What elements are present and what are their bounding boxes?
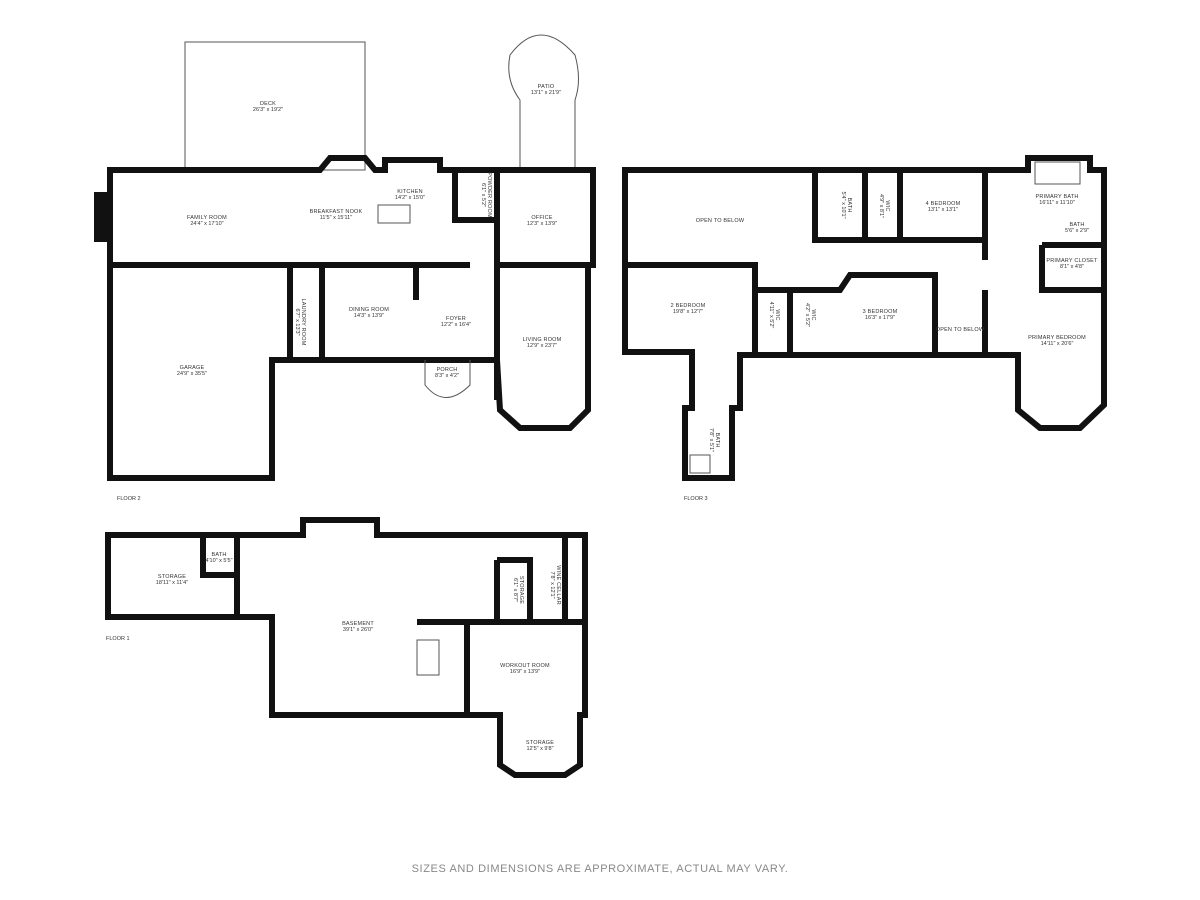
room-name: WIC [774, 309, 780, 320]
room-name: BATH [714, 432, 720, 447]
room-dimensions: 6'1" x 8'7" [512, 578, 518, 602]
room-dimensions: 16'9" x 13'9" [510, 669, 540, 675]
room-name: PRIMARY BEDROOM [1028, 335, 1086, 341]
floor-3-room-labels: OPEN TO BELOW BATH 5'4" x 10'1" WIC 4'9"… [671, 191, 1098, 452]
room-dimensions: 26'3" x 19'2" [253, 107, 283, 113]
room-name: BATH [1069, 222, 1084, 228]
room-dimensions: 12'2" x 16'4" [441, 322, 471, 328]
room-dimensions: 12'5" x 9'8" [526, 746, 553, 752]
room-name: POWDER ROOM [486, 172, 492, 218]
floor-3-plan: OPEN TO BELOW BATH 5'4" x 10'1" WIC 4'9"… [622, 155, 1107, 502]
room-dimensions: 7'8" x 5'1" [708, 428, 714, 452]
room-name: BREAKFAST NOOK [310, 209, 363, 215]
room-dimensions: 14'3" x 13'9" [354, 313, 384, 319]
room-name: BASEMENT [342, 621, 374, 627]
room-dimensions: 4'2" x 5'2" [804, 303, 810, 327]
room-dimensions: 14'2" x 15'0" [395, 195, 425, 201]
patio-outline [508, 34, 579, 170]
room-name: FOYER [446, 316, 466, 322]
room-name: 4 BEDROOM [926, 201, 961, 207]
room-dimensions: 19'8" x 12'7" [673, 309, 703, 315]
floor-3-walls [622, 155, 1107, 481]
room-dimensions: 16'11" x 11'10" [1039, 200, 1075, 206]
room-dimensions: 5'6" x 2'9" [1065, 228, 1089, 234]
room-name: LIVING ROOM [523, 337, 562, 343]
room-name: WINE CELLAR [555, 565, 561, 605]
stairs [416, 639, 440, 676]
room-dimensions: 18'11" x 11'4" [156, 580, 188, 586]
room-dimensions: 5'4" x 10'1" [840, 191, 846, 218]
room-dimensions: 13'1" x 13'1" [928, 207, 958, 213]
room-name: BATH [211, 552, 226, 558]
room-name: WIC [884, 200, 890, 211]
room-dimensions: 4'11" x 5'2" [768, 302, 774, 329]
room-name: GARAGE [180, 365, 205, 371]
room-name: PATIO [538, 84, 555, 90]
floor-3-interior-walls [625, 170, 1104, 355]
floor-1-room-labels: STORAGE 18'11" x 11'4" BATH 4'10" x 5'5"… [156, 552, 561, 752]
room-dimensions: 6'7" x 13'3" [294, 308, 300, 335]
floor-2-plan: DECK 26'3" x 19'2" PATIO 13'1" x 21'9" F… [94, 34, 596, 502]
floor-2-walls [107, 155, 596, 481]
room-dimensions: 12'9" x 23'7" [527, 343, 557, 349]
room-dimensions: 12'3" x 13'9" [527, 221, 557, 227]
room-name: 3 BEDROOM [863, 309, 898, 315]
room-dimensions: 13'1" x 21'9" [531, 90, 561, 96]
disclaimer-text: SIZES AND DIMENSIONS ARE APPROXIMATE, AC… [412, 863, 789, 875]
bathtub [1034, 161, 1081, 185]
room-dimensions: 14'11" x 20'6" [1041, 341, 1074, 347]
bathtub [689, 454, 711, 474]
room-name: 2 BEDROOM [671, 303, 706, 309]
room-name: OPEN TO BELOW [936, 327, 985, 333]
room-dimensions: 24'9" x 35'5" [177, 371, 207, 377]
room-dimensions: 11'5" x 15'11" [320, 215, 352, 221]
room-name: PRIMARY CLOSET [1046, 258, 1098, 264]
room-dimensions: 39'1" x 26'0" [343, 627, 373, 633]
room-dimensions: 24'4" x 17'10" [190, 221, 223, 227]
room-name: DINING ROOM [349, 307, 389, 313]
room-name: WIC [810, 309, 816, 320]
room-name: LAUNDRY ROOM [300, 298, 306, 345]
floor-2-interior-walls [110, 170, 590, 400]
room-name: PRIMARY BATH [1035, 194, 1078, 200]
room-dimensions: 16'3" x 17'9" [865, 315, 895, 321]
room-name: BATH [846, 197, 852, 212]
floor-label: FLOOR 1 [106, 636, 130, 642]
room-name: KITCHEN [397, 189, 423, 195]
floor-label: FLOOR 2 [117, 496, 141, 502]
room-name: PORCH [437, 367, 458, 373]
room-name: STORAGE [526, 740, 554, 746]
floor-2-room-labels: DECK 26'3" x 19'2" PATIO 13'1" x 21'9" F… [177, 84, 562, 379]
room-name: OPEN TO BELOW [696, 218, 745, 224]
room-dimensions: 6'1" x 5'2" [480, 183, 486, 207]
room-name: OFFICE [531, 215, 552, 221]
room-name: WORKOUT ROOM [500, 663, 550, 669]
floor-1-interior-walls [200, 535, 585, 715]
room-dimensions: 8'3" x 4'2" [435, 373, 459, 379]
room-dimensions: 7'8" x 12'1" [549, 571, 555, 598]
floor-label: FLOOR 3 [684, 496, 708, 502]
room-name: DECK [260, 101, 276, 107]
floor-1-walls [105, 517, 588, 778]
room-name: FAMILY ROOM [187, 215, 227, 221]
room-name: STORAGE [158, 574, 186, 580]
porch-outline [424, 360, 471, 398]
kitchen-island [377, 204, 411, 224]
floor-1-plan: STORAGE 18'11" x 11'4" BATH 4'10" x 5'5"… [105, 517, 588, 778]
room-name: STORAGE [518, 576, 524, 604]
fireplace [94, 192, 110, 242]
room-dimensions: 8'1" x 4'8" [1060, 264, 1084, 270]
room-dimensions: 4'9" x 8'1" [878, 194, 884, 218]
room-dimensions: 4'10" x 5'5" [205, 558, 232, 564]
